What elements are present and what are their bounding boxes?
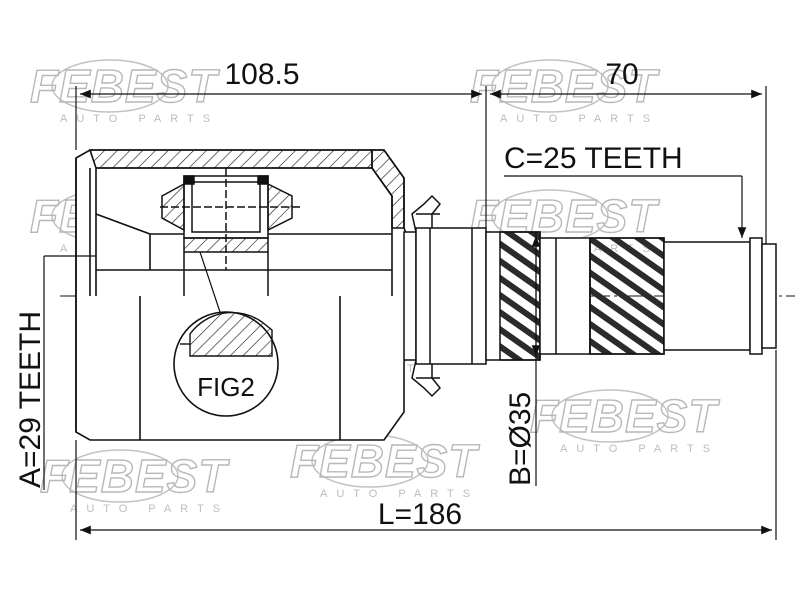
watermark-logo: FEBEST AUTO PARTS	[39, 449, 230, 515]
housing	[75, 149, 409, 441]
fig2-leader	[199, 251, 223, 319]
watermark-logo: FEBEST AUTO PARTS	[529, 389, 720, 455]
shaft	[415, 227, 777, 365]
dimension-70: 70	[605, 58, 638, 91]
roller-assembly	[160, 168, 300, 296]
fig2-label: FIG2	[197, 372, 255, 402]
svg-text:FEBEST: FEBEST	[530, 390, 720, 442]
dimension-lines	[43, 86, 777, 540]
svg-text:FEBEST: FEBEST	[30, 60, 220, 112]
watermark-logo: FEBEST AUTO PARTS	[29, 59, 220, 125]
dimension-108-5: 108.5	[224, 58, 299, 91]
watermark-logo: FEBEST AUTO PARTS	[469, 59, 660, 125]
dimension-outer-spline: C=25 TEETH	[504, 142, 683, 175]
svg-text:AUTO PARTS: AUTO PARTS	[70, 503, 229, 515]
svg-text:AUTO PARTS: AUTO PARTS	[500, 113, 659, 125]
svg-text:AUTO PARTS: AUTO PARTS	[320, 488, 479, 500]
dimension-seal-diameter: B=Ø35	[504, 392, 537, 486]
svg-text:FEBEST: FEBEST	[40, 450, 230, 502]
fig2-callout: FIG2	[173, 311, 279, 417]
watermark-logo: FEBEST AUTO PARTS	[289, 434, 480, 500]
svg-text:FEBEST: FEBEST	[470, 60, 660, 112]
svg-text:FEBEST: FEBEST	[290, 435, 480, 487]
dimension-overall-length: L=186	[378, 498, 462, 531]
dimension-inner-spline: A=29 TEETH	[14, 311, 47, 488]
svg-text:AUTO PARTS: AUTO PARTS	[560, 443, 719, 455]
svg-text:AUTO PARTS: AUTO PARTS	[60, 113, 219, 125]
